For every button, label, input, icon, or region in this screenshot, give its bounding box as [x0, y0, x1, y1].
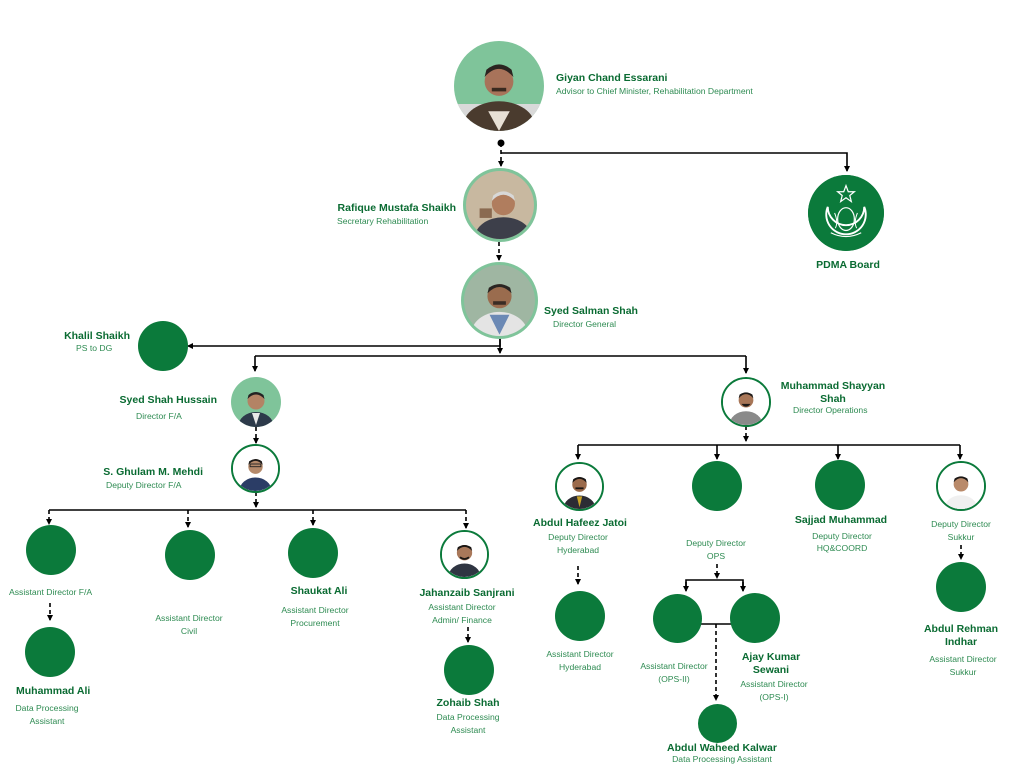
dd-hq-name: Sajjad Muhammad — [794, 514, 888, 526]
dd-hyderabad-title-2: Hyderabad — [556, 545, 600, 555]
director-ops-name: Muhammad Shayyan Shah — [780, 380, 886, 405]
person-photo-icon — [466, 171, 534, 239]
person-photo-icon — [723, 379, 769, 425]
director-ops-title: Director Operations — [793, 405, 868, 415]
ad-hyderabad-title-1: Assistant Director — [546, 649, 614, 659]
ad-ops1-name: Ajay Kumar Sewani — [741, 651, 801, 676]
ad-sukkur-name: Abdul Rehman Indhar — [923, 623, 999, 648]
person-photo-icon — [557, 464, 602, 509]
dd-hyderabad-title-1: Deputy Director — [548, 532, 608, 542]
ad-procurement-name: Shaukat Ali — [290, 585, 348, 597]
dpa-fa-node — [25, 627, 75, 677]
dg-photo — [461, 262, 538, 339]
sindh-emblem-icon — [808, 175, 884, 251]
ad-fa-title: Assistant Director F/A — [9, 587, 93, 597]
dd-sukkur-title-2: Sukkur — [947, 532, 975, 542]
dpa-admin-node — [444, 645, 494, 695]
dpa-fa-title-1: Data Processing — [15, 703, 79, 713]
dpa-ops-name: Abdul Waheed Kalwar — [667, 742, 777, 754]
dpa-fa-title-2: Assistant — [29, 716, 65, 726]
ad-ops1-node — [730, 593, 780, 643]
dpa-ops-title: Data Processing Assistant — [672, 754, 772, 764]
deputy-director-fa-photo — [231, 444, 280, 493]
ad-admin-title-1: Assistant Director — [428, 602, 496, 612]
person-photo-icon — [938, 463, 984, 509]
ad-procurement-title-1: Assistant Director — [281, 605, 349, 615]
dd-ops-title-2: OPS — [706, 551, 726, 561]
ad-sukkur-node — [936, 562, 986, 612]
person-photo-icon — [464, 265, 535, 336]
secretary-title: Secretary Rehabilitation — [337, 216, 429, 226]
deputy-director-fa-title: Deputy Director F/A — [106, 480, 182, 490]
secretary-name: Rafique Mustafa Shaikh — [337, 202, 456, 214]
person-photo-icon — [233, 446, 278, 491]
advisor-photo — [454, 41, 544, 131]
ad-hyderabad-node — [555, 591, 605, 641]
director-fa-photo — [231, 377, 281, 427]
dd-hyderabad-photo — [555, 462, 604, 511]
dd-ops-node — [692, 461, 742, 511]
ad-hyderabad-title-2: Hyderabad — [558, 662, 602, 672]
ad-procurement-node — [288, 528, 338, 578]
dg-title: Director General — [553, 319, 617, 329]
dd-sukkur-title-1: Deputy Director — [931, 519, 991, 529]
dpa-fa-name: Muhammad Ali — [16, 685, 91, 697]
deputy-director-fa-name: S. Ghulam M. Mehdi — [103, 466, 203, 478]
advisor-title: Advisor to Chief Minister, Rehabilitatio… — [556, 86, 753, 96]
ad-procurement-title-2: Procurement — [290, 618, 340, 628]
ad-ops1-title-2: (OPS-I) — [759, 692, 789, 702]
director-ops-photo — [721, 377, 771, 427]
dd-hq-node — [815, 460, 865, 510]
ad-admin-photo — [440, 530, 489, 579]
ad-civil-title-1: Assistant Director — [155, 613, 223, 623]
ad-sukkur-title-1: Assistant Director — [929, 654, 997, 664]
dd-hyderabad-name: Abdul Hafeez Jatoi — [533, 517, 627, 529]
ps-to-dg-node — [138, 321, 188, 371]
ad-admin-title-2: Admin/ Finance — [432, 615, 492, 625]
ps-to-dg-title: PS to DG — [76, 343, 113, 353]
ad-ops2-title-1: Assistant Director — [640, 661, 708, 671]
ad-ops2-node — [653, 594, 702, 643]
person-photo-icon — [238, 392, 274, 427]
ad-civil-title-2: Civil — [180, 626, 198, 636]
pdma-board-name: PDMA Board — [816, 259, 880, 271]
ad-civil-node — [165, 530, 215, 580]
dd-ops-title-1: Deputy Director — [686, 538, 746, 548]
ad-ops1-title-1: Assistant Director — [740, 679, 808, 689]
dpa-admin-title-2: Assistant — [450, 725, 486, 735]
ad-sukkur-title-2: Sukkur — [949, 667, 977, 677]
advisor-name: Giyan Chand Essarani — [556, 72, 668, 84]
dpa-admin-name: Zohaib Shah — [436, 697, 500, 709]
dg-name: Syed Salman Shah — [544, 305, 638, 317]
dpa-admin-title-1: Data Processing — [436, 712, 500, 722]
dpa-ops-node — [698, 704, 737, 743]
ad-ops2-title-2: (OPS-II) — [658, 674, 690, 684]
dd-hq-title-1: Deputy Director — [812, 531, 872, 541]
secretary-photo — [463, 168, 537, 242]
person-photo-icon — [454, 64, 544, 131]
pdma-board-logo — [808, 175, 884, 251]
director-fa-name: Syed Shah Hussain — [119, 394, 217, 406]
director-fa-title: Director F/A — [136, 411, 182, 421]
person-photo-icon — [442, 532, 487, 577]
dd-sukkur-photo — [936, 461, 986, 511]
ad-admin-name: Jahanzaib Sanjrani — [419, 587, 515, 599]
ad-fa-node — [26, 525, 76, 575]
dd-hq-title-2: HQ&COORD — [816, 543, 868, 553]
ps-to-dg-name: Khalil Shaikh — [64, 330, 130, 342]
